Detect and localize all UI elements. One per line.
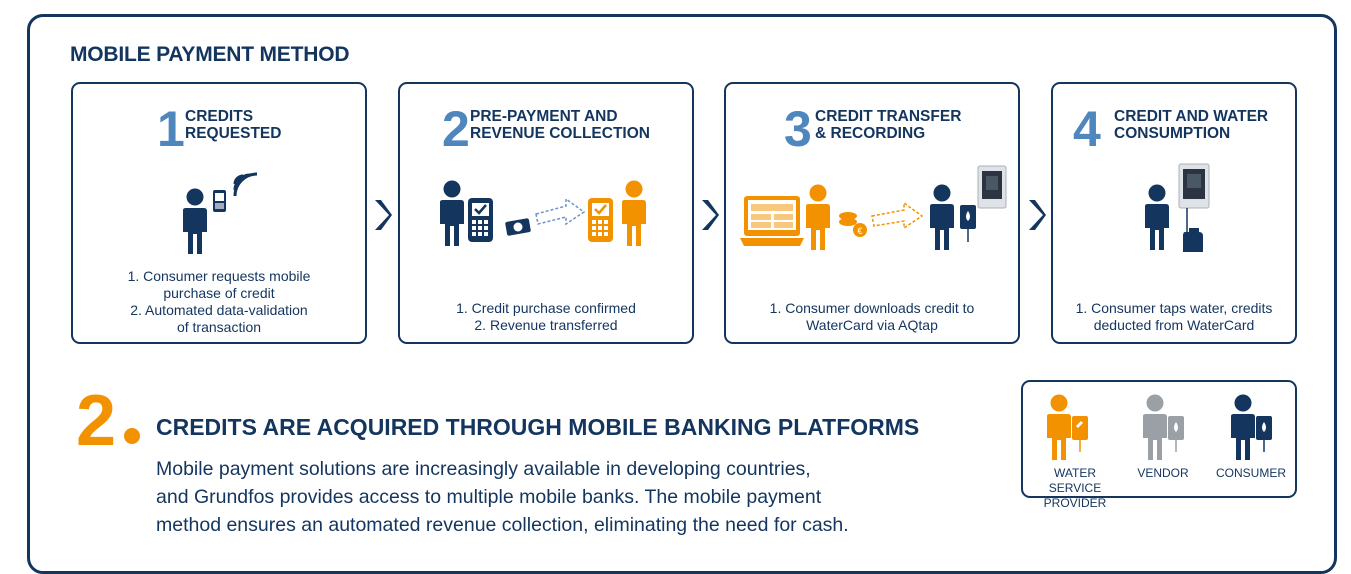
step-card-4: 4 CREDIT AND WATER CONSUMPTION 1. Consum… — [1051, 82, 1297, 344]
legend-label-consumer: CONSUMER — [1215, 466, 1286, 480]
step-title: CREDIT TRANSFER & RECORDING — [815, 108, 962, 142]
step-number: 2 — [442, 101, 470, 157]
section-paragraph: Mobile payment solutions are increasingl… — [156, 458, 849, 536]
page-title: MOBILE PAYMENT METHOD — [70, 43, 350, 66]
section-headline: CREDITS ARE ACQUIRED THROUGH MOBILE BANK… — [156, 414, 920, 440]
legend-label-vendor: VENDOR — [1137, 466, 1189, 480]
payment-transfer-illustration — [440, 180, 646, 246]
consumer-icon — [1231, 394, 1272, 460]
step-number: 4 — [1073, 101, 1101, 157]
chevron-right-icon — [375, 200, 392, 230]
chevron-right-icon — [702, 200, 719, 230]
step-card-3: 3 CREDIT TRANSFER & RECORDING € 1. Consu… — [724, 82, 1020, 344]
credit-recording-illustration: € — [740, 165, 1007, 250]
step-number: 1 — [157, 101, 185, 157]
step-number: 3 — [784, 101, 812, 157]
step-description: 1. Credit purchase confirmed 2. Revenue … — [456, 300, 636, 333]
water-consumption-illustration — [1145, 163, 1210, 252]
step-description: 1. Consumer taps water, credits deducted… — [1075, 300, 1273, 333]
vendor-icon — [1143, 394, 1184, 460]
section-number: 2 — [76, 381, 117, 461]
step-title: PRE-PAYMENT AND REVENUE COLLECTION — [470, 108, 650, 142]
legend: WATER SERVICE PROVIDER VENDOR CONSUMER — [1021, 380, 1297, 510]
step-description: 1. Consumer downloads credit to WaterCar… — [769, 300, 975, 333]
chevron-right-icon — [1029, 200, 1046, 230]
step-card-2: 2 PRE-PAYMENT AND REVENUE COLLECTION 1. … — [398, 82, 694, 344]
svg-text:€: € — [857, 226, 862, 236]
step-title: CREDIT AND WATER CONSUMPTION — [1114, 108, 1269, 142]
legend-label-water-service-provider: WATER SERVICE PROVIDER — [1043, 466, 1107, 510]
step-title: CREDITS REQUESTED — [185, 108, 282, 142]
section-number-dot — [124, 428, 140, 444]
step-description: 1. Consumer requests mobile purchase of … — [127, 268, 311, 335]
step-card-1: 1 CREDITS REQUESTED 1. Consumer requests… — [71, 82, 367, 344]
consumer-phone-illustration — [183, 172, 258, 254]
water-service-provider-icon — [1047, 394, 1088, 460]
